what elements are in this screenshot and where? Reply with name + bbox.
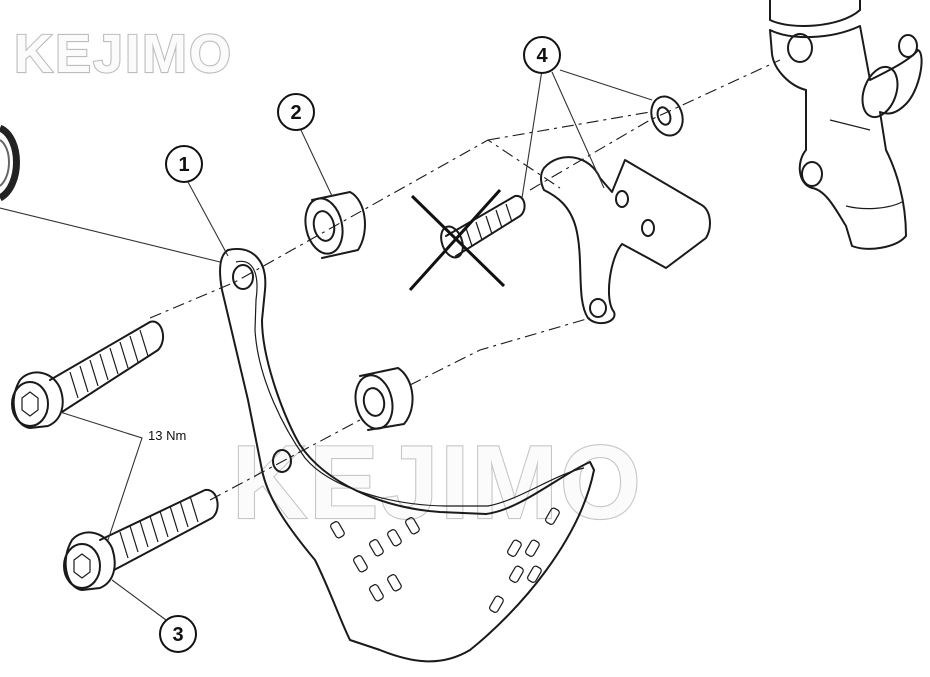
callout-2: 2 xyxy=(277,93,315,131)
washer-icon xyxy=(650,95,684,137)
svg-text:3: 3 xyxy=(172,624,183,646)
lever-bracket xyxy=(540,156,711,325)
svg-text:1: 1 xyxy=(178,154,189,176)
torque-label: 13 Nm xyxy=(148,428,186,443)
watermark-center: KEJIMO xyxy=(232,425,643,541)
svg-text:2: 2 xyxy=(290,102,301,124)
mount-hole-lower xyxy=(272,449,292,473)
callout-3: 3 xyxy=(159,615,197,653)
master-cylinder xyxy=(769,0,923,250)
watermark-top-left: KEJIMO xyxy=(14,24,233,84)
vent-slots xyxy=(330,507,560,613)
callout-4: 4 xyxy=(523,36,561,74)
socket-head-bolt-lower xyxy=(63,488,219,591)
spacer-lower xyxy=(354,367,414,431)
assembly-axis-lines xyxy=(149,59,781,501)
lever-hole-2 xyxy=(641,219,655,237)
callout-1: 1 xyxy=(165,145,203,183)
callout-leaders xyxy=(59,69,653,621)
bracket-plate xyxy=(219,248,595,663)
mount-hole-upper xyxy=(232,264,254,290)
svg-text:4: 4 xyxy=(536,45,548,67)
leader-wheel-to-bracket xyxy=(0,207,221,263)
socket-head-bolt-upper xyxy=(11,320,165,429)
x-cross-icon xyxy=(408,188,506,292)
spacer-upper xyxy=(304,191,366,259)
removed-bolt xyxy=(440,194,526,259)
partial-wheel-icon xyxy=(0,124,20,202)
lever-hole-1 xyxy=(615,190,629,208)
